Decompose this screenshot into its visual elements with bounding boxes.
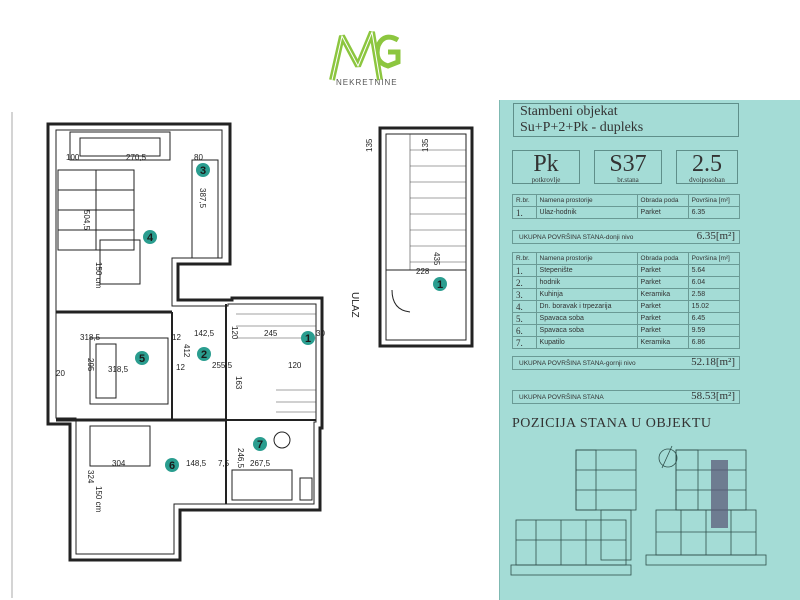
lower-total: UKUPNA POVRŠINA STANA-donji nivo 6.35[m²… <box>512 230 740 244</box>
room-marker-6: 6 <box>165 458 179 472</box>
apartment-highlight <box>711 460 728 528</box>
code-apartment: S37 br.stana <box>594 150 662 184</box>
dim-label: 228 <box>416 267 430 276</box>
code-big: S37 <box>609 151 647 177</box>
dim-label: 20 <box>56 369 65 378</box>
svg-text:3: 3 <box>200 165 206 177</box>
header-cell: R.br. <box>512 194 537 207</box>
logo-text: NEKRETNINE <box>336 78 398 87</box>
dim-label: 80 <box>194 153 203 162</box>
room-marker-4: 4 <box>143 230 157 244</box>
dim-label: 148,5 <box>186 459 207 468</box>
dim-label: 295 <box>86 358 95 372</box>
header-cell: Namena prostorije <box>535 194 638 207</box>
dim-label: 150 cm <box>94 486 103 513</box>
dim-label: 435 <box>432 252 441 266</box>
svg-text:1: 1 <box>437 279 443 291</box>
table-row: 1. Ulaz-hodnik Parket 6.35 <box>512 206 741 219</box>
dim-label: 12 <box>176 363 185 372</box>
building-position-map <box>510 445 767 576</box>
svg-text:4: 4 <box>147 232 154 244</box>
svg-text:1: 1 <box>305 333 311 345</box>
dim-label: 245 <box>264 329 278 338</box>
dim-label: 267,5 <box>250 459 271 468</box>
dim-label: 318,5 <box>108 365 129 374</box>
dim-label: 504,5 <box>82 210 91 231</box>
dim-label: 387,5 <box>198 188 207 209</box>
room-marker-2: 2 <box>197 347 211 361</box>
svg-text:6: 6 <box>169 460 175 472</box>
room-marker-5: 5 <box>135 351 149 365</box>
code-small: potkrovlje <box>531 176 561 184</box>
svg-text:2: 2 <box>201 349 207 361</box>
room-marker-1: 1 <box>301 331 315 345</box>
code-rooms: 2.5 dvoiposoban <box>676 150 738 184</box>
dim-label: 246,5 <box>236 448 245 469</box>
dim-label: 100 <box>66 153 80 162</box>
room-marker-3: 3 <box>196 163 210 177</box>
upper-total: UKUPNA POVRŠINA STANA-gornji nivo 52.18[… <box>512 356 740 370</box>
room-marker-7: 7 <box>253 437 267 451</box>
table-header-row: R.br. Namena prostorije Obrada poda Povr… <box>512 252 741 265</box>
header-cell: Površina [m²] <box>687 194 741 207</box>
header-cell: Obrada poda <box>636 194 689 207</box>
floor-plan: 100 270,5 80 387,5 504,5 150 cm 318,5 14… <box>11 112 474 598</box>
lower-level-table: R.br. Namena prostorije Obrada poda Povr… <box>512 194 741 219</box>
dim-label: 163 <box>234 376 243 390</box>
dim-label: 270,5 <box>126 153 147 162</box>
dim-label: 135 <box>365 138 374 152</box>
building-title: Stambeni objekat Su+P+2+Pk - dupleks <box>513 103 739 137</box>
dim-label: 150 cm <box>94 262 103 289</box>
entrance-label: ULAZ <box>349 292 360 318</box>
code-big: Pk <box>533 151 559 177</box>
dim-label: 324 <box>86 470 95 484</box>
dim-label: 7,5 <box>218 459 230 468</box>
dim-label: 142,5 <box>194 329 215 338</box>
dim-label: 412 <box>182 344 191 358</box>
dim-label: 304 <box>112 459 126 468</box>
table-header-row: R.br. Namena prostorije Obrada poda Povr… <box>512 194 741 207</box>
dim-label: 12 <box>172 333 181 342</box>
dim-label: 135 <box>421 138 430 152</box>
svg-text:5: 5 <box>139 353 145 365</box>
dim-label: 255,5 <box>212 361 233 370</box>
dim-label: 318,5 <box>80 333 101 342</box>
title-line-2: Su+P+2+Pk - dupleks <box>520 120 644 135</box>
code-small: br.stana <box>617 176 639 184</box>
room-marker-lower-1: 1 <box>433 277 447 291</box>
code-level: Pk potkrovlje <box>512 150 580 184</box>
code-big: 2.5 <box>692 151 722 177</box>
code-small: dvoiposoban <box>689 176 725 184</box>
svg-text:7: 7 <box>257 439 263 451</box>
upper-level-table: R.br. Namena prostorije Obrada poda Povr… <box>512 252 741 349</box>
brand-logo <box>329 30 401 81</box>
grand-total: UKUPNA POVRŠINA STANA 58.53[m²] <box>512 390 740 404</box>
position-title: POZICIJA STANA U OBJEKTU <box>512 416 712 431</box>
title-line-1: Stambeni objekat <box>520 104 618 119</box>
dim-label: 30 <box>316 329 325 338</box>
dim-label: 120 <box>230 326 239 340</box>
dim-label: 120 <box>288 361 302 370</box>
